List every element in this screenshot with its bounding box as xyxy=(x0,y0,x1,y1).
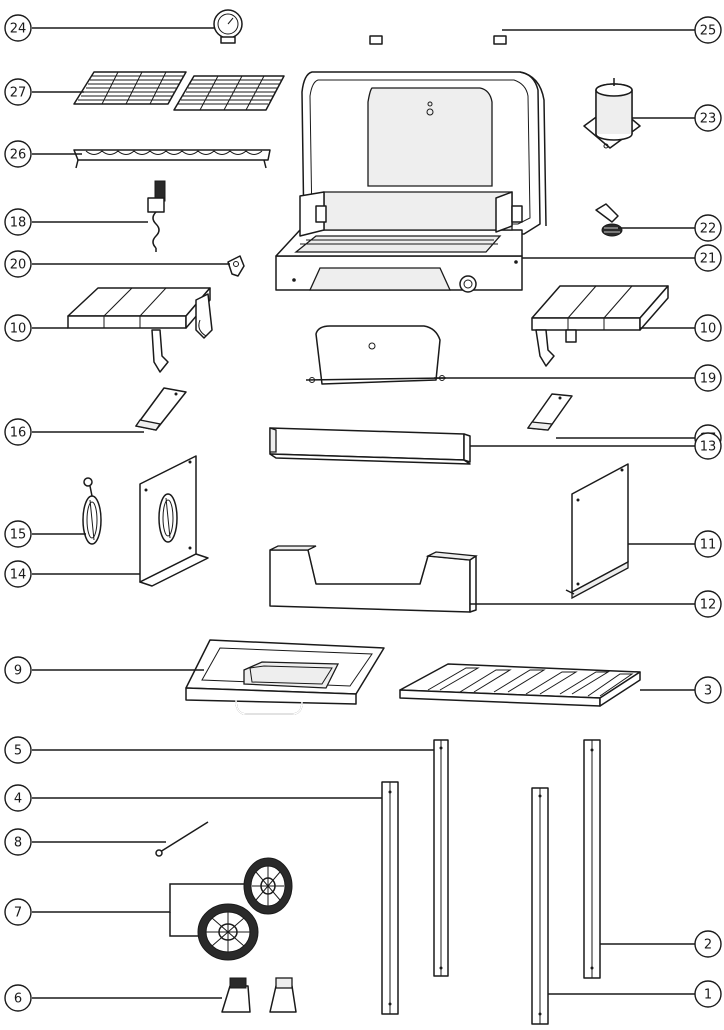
label-23: 23 xyxy=(694,104,722,132)
label-25-text: 25 xyxy=(700,24,717,39)
label-16-text: 16 xyxy=(10,426,27,441)
label-12-text: 12 xyxy=(700,598,717,613)
label-18: 18 xyxy=(4,208,32,236)
part-10-left-side-shelf xyxy=(67,287,213,373)
label-21-text: 21 xyxy=(700,252,717,267)
label-27-text: 27 xyxy=(10,86,27,101)
label-24: 24 xyxy=(4,14,32,42)
part-20-bottle-opener xyxy=(227,255,245,277)
part-7-wheels xyxy=(197,857,293,961)
label-10-right-text: 10 xyxy=(700,322,717,337)
part-15-air-vent xyxy=(82,477,102,545)
label-23-text: 23 xyxy=(700,112,717,127)
label-8-text: 8 xyxy=(14,836,22,851)
label-15: 15 xyxy=(4,520,32,548)
label-4: 4 xyxy=(4,784,32,812)
label-12: 12 xyxy=(694,590,722,618)
label-17-text: 17 xyxy=(700,432,717,447)
label-20: 20 xyxy=(4,250,32,278)
label-15-text: 15 xyxy=(10,528,27,543)
label-7-text: 7 xyxy=(14,906,22,921)
label-1-text: 1 xyxy=(704,988,712,1003)
part-17-right-support xyxy=(526,393,573,431)
leader-lines xyxy=(32,27,696,999)
label-10-left-text: 10 xyxy=(10,322,27,337)
label-21: 21 xyxy=(694,244,722,272)
part-25-lid-handle xyxy=(369,3,507,45)
label-19: 19 xyxy=(694,364,722,392)
label-11-text: 11 xyxy=(700,538,717,553)
label-5: 5 xyxy=(4,736,32,764)
label-10-left: 10 xyxy=(4,314,32,342)
label-26-text: 26 xyxy=(10,148,27,163)
part-8-axle xyxy=(155,821,209,857)
label-22-text: 22 xyxy=(700,222,717,237)
part-18-igniter xyxy=(147,180,166,252)
label-2: 2 xyxy=(694,930,722,958)
label-5-text: 5 xyxy=(14,744,22,759)
label-2-text: 2 xyxy=(704,938,712,953)
part-21-firebox-lid xyxy=(275,71,547,293)
label-22: 22 xyxy=(694,214,722,242)
part-16-left-support xyxy=(134,387,187,431)
label-19-text: 19 xyxy=(700,372,717,387)
part-3-lower-shelf xyxy=(399,663,641,707)
label-18-text: 18 xyxy=(10,216,27,231)
label-25: 25 xyxy=(694,16,722,44)
part-26-warming-rack xyxy=(73,149,271,169)
label-10-right: 10 xyxy=(694,314,722,342)
label-6-text: 6 xyxy=(14,992,22,1007)
part-4-leg xyxy=(381,781,399,1015)
part-12-rear-panel xyxy=(269,545,478,613)
part-11-right-side-panel xyxy=(565,463,629,600)
label-11: 11 xyxy=(694,530,722,558)
label-8: 8 xyxy=(4,828,32,856)
part-23-grease-cup xyxy=(583,78,641,149)
label-3: 3 xyxy=(694,676,722,704)
part-2-leg xyxy=(583,739,601,979)
label-7: 7 xyxy=(4,898,32,926)
part-19-heat-shield xyxy=(305,325,447,385)
part-14-left-side-panel xyxy=(139,455,209,587)
label-20-text: 20 xyxy=(10,258,27,273)
part-6-leg-caps xyxy=(221,977,297,1013)
part-24-thermometer xyxy=(213,9,243,44)
label-9-text: 9 xyxy=(14,664,22,679)
label-16: 16 xyxy=(4,418,32,446)
label-24-text: 24 xyxy=(10,22,27,37)
part-10-right-side-shelf xyxy=(531,285,669,367)
part-9-charcoal-pan xyxy=(185,639,385,715)
label-27: 27 xyxy=(4,78,32,106)
part-5-leg xyxy=(433,739,449,977)
label-6: 6 xyxy=(4,984,32,1012)
label-14-text: 14 xyxy=(10,568,27,583)
part-27-cooking-grates xyxy=(73,71,285,111)
part-22-control-knob xyxy=(595,203,623,237)
label-1: 1 xyxy=(694,980,722,1008)
part-13-front-panel xyxy=(269,427,471,465)
label-17: 17 xyxy=(694,424,722,452)
label-26: 26 xyxy=(4,140,32,168)
label-3-text: 3 xyxy=(704,684,712,699)
part-1-leg xyxy=(531,787,549,1025)
label-4-text: 4 xyxy=(14,792,22,807)
label-14: 14 xyxy=(4,560,32,588)
label-9: 9 xyxy=(4,656,32,684)
